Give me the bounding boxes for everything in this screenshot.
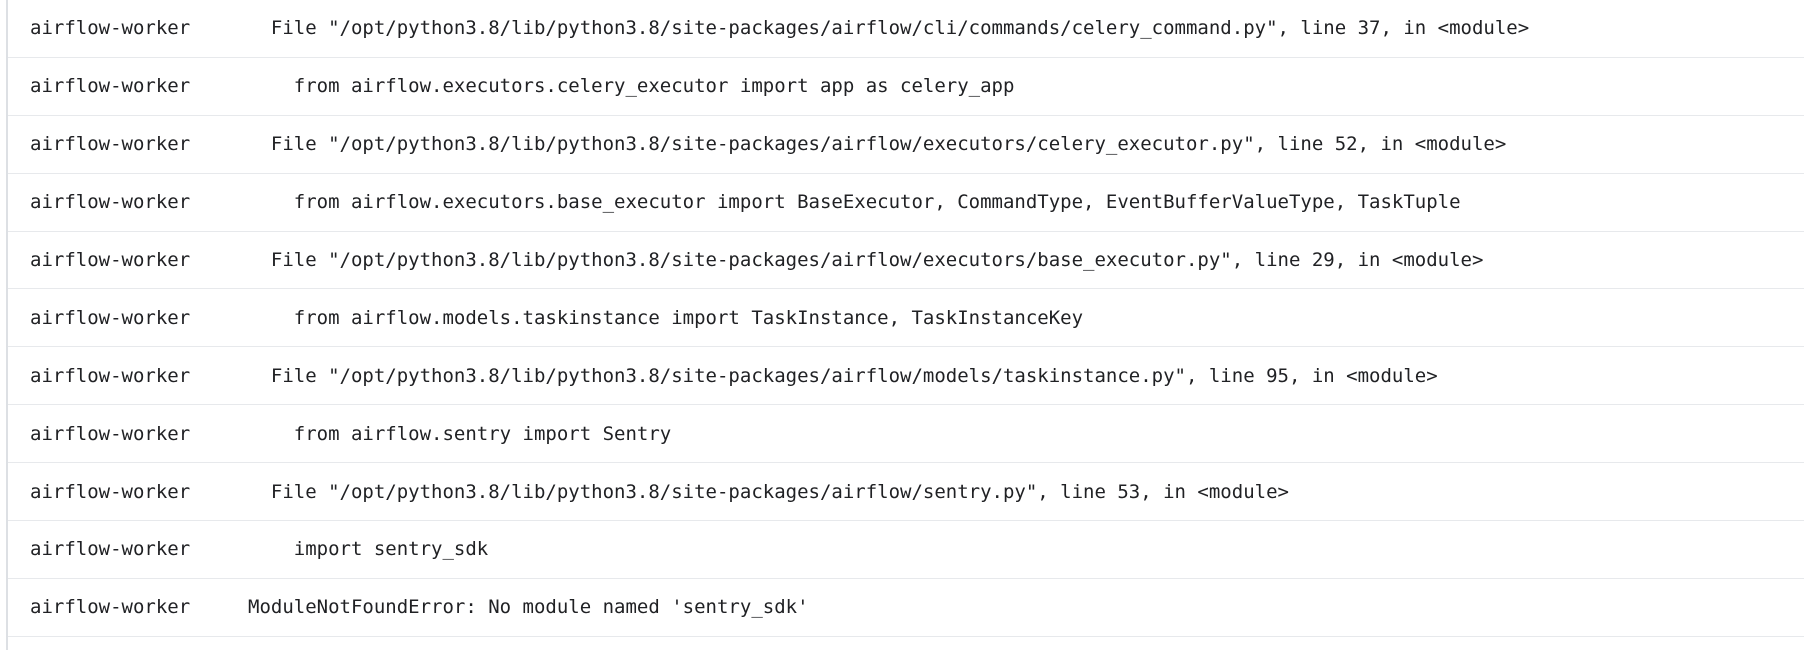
log-source-label: airflow-worker — [30, 75, 191, 98]
log-row[interactable]: airflow-worker File "/opt/python3.8/lib/… — [8, 115, 1804, 174]
log-row[interactable]: airflow-worker from airflow.models.taski… — [8, 289, 1804, 348]
log-row[interactable]: airflow-worker File "/opt/python3.8/lib/… — [8, 231, 1804, 290]
log-source-label: airflow-worker — [30, 364, 191, 387]
log-row[interactable]: airflow-worker File "/opt/python3.8/lib/… — [8, 0, 1804, 58]
log-source-label: airflow-worker — [30, 480, 191, 503]
log-message: from airflow.sentry import Sentry — [248, 422, 672, 445]
log-source-label: airflow-worker — [30, 596, 191, 619]
log-row[interactable]: airflow-worker from airflow.executors.ce… — [8, 57, 1804, 116]
log-viewer: airflow-worker File "/opt/python3.8/lib/… — [6, 0, 1804, 650]
log-row[interactable]: airflow-worker File "/opt/python3.8/lib/… — [8, 463, 1804, 522]
log-message: from airflow.executors.celery_executor i… — [248, 75, 1015, 98]
log-rows-container: airflow-worker File "/opt/python3.8/lib/… — [8, 0, 1804, 637]
log-row[interactable]: airflow-worker File "/opt/python3.8/lib/… — [8, 347, 1804, 406]
log-message: File "/opt/python3.8/lib/python3.8/site-… — [248, 480, 1289, 503]
log-source-label: airflow-worker — [30, 191, 191, 214]
log-source-label: airflow-worker — [30, 17, 191, 40]
log-message: from airflow.executors.base_executor imp… — [248, 191, 1461, 214]
log-source-label: airflow-worker — [30, 249, 191, 271]
log-row[interactable]: airflow-worker from airflow.sentry impor… — [8, 405, 1804, 464]
log-row[interactable]: airflow-worker ModuleNotFoundError: No m… — [8, 578, 1804, 637]
log-message: ModuleNotFoundError: No module named 'se… — [248, 596, 809, 619]
log-source-label: airflow-worker — [30, 538, 191, 561]
log-source-label: airflow-worker — [30, 422, 191, 445]
log-source-label: airflow-worker — [30, 306, 191, 329]
log-message: from airflow.models.taskinstance import … — [248, 306, 1084, 329]
log-message: File "/opt/python3.8/lib/python3.8/site-… — [248, 133, 1507, 156]
log-source-label: airflow-worker — [30, 133, 191, 156]
log-message: File "/opt/python3.8/lib/python3.8/site-… — [248, 249, 1484, 271]
log-message: import sentry_sdk — [248, 538, 489, 561]
log-message: File "/opt/python3.8/lib/python3.8/site-… — [248, 364, 1438, 387]
log-row-partial — [8, 636, 1804, 650]
log-message: File "/opt/python3.8/lib/python3.8/site-… — [248, 17, 1530, 40]
log-row[interactable]: airflow-worker from airflow.executors.ba… — [8, 173, 1804, 232]
log-row[interactable]: airflow-worker import sentry_sdk — [8, 521, 1804, 579]
